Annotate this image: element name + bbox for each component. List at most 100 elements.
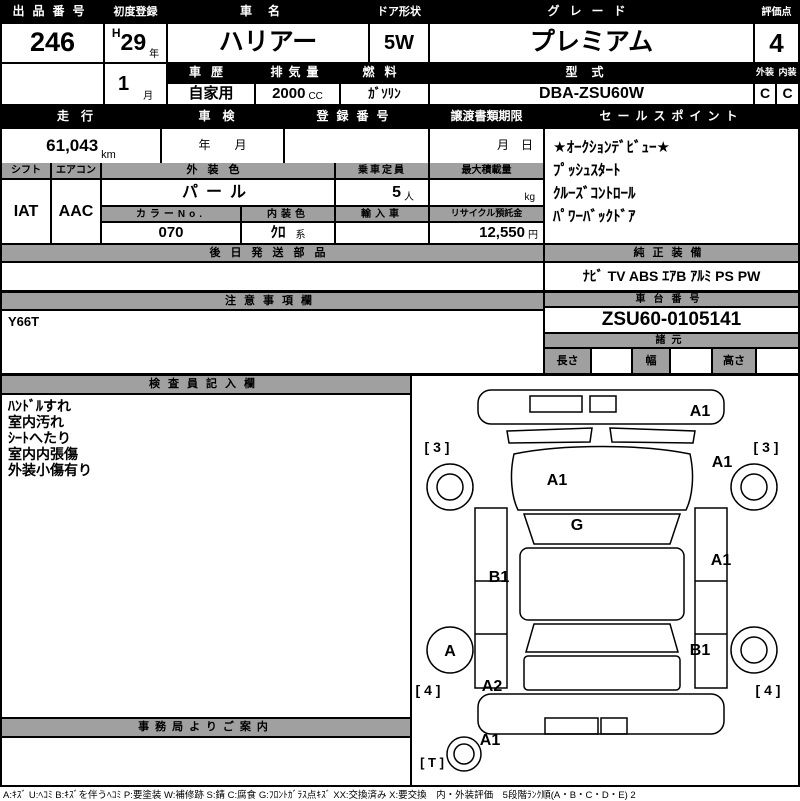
- exterior-grade-value: C: [755, 84, 775, 104]
- history-label: 車歴: [188, 65, 233, 80]
- aircon-value: AAC: [52, 180, 100, 243]
- inspector-note-item: 室内汚れ: [8, 414, 64, 430]
- mark-left-side: B1: [489, 569, 510, 586]
- roof-shape: [519, 547, 685, 621]
- fuel-value: ｶﾞｿﾘﾝ: [341, 84, 428, 104]
- door-shape-value: 5W: [370, 24, 428, 62]
- front-grille-shape: [589, 395, 617, 413]
- displacement-unit: CC: [308, 91, 323, 102]
- inspector-note-item: 外装小傷有り: [8, 462, 92, 478]
- sales-point-item: ★ｵｰｸｼｮﾝﾃﾞﾋﾞｭｰ★: [553, 139, 670, 156]
- first-registration-month-unit: 月: [143, 91, 154, 102]
- damage-code-legend: A:ｷｽﾞ U:ﾍｺﾐ B:ｷｽﾞを伴うﾍｺﾐ P:要塗装 W:補修跡 S:錆 …: [0, 788, 800, 801]
- chassis-number-label: 車台番号: [545, 293, 798, 306]
- mark-front-right-fender: A1: [712, 454, 733, 471]
- first-registration-year-unit: 年: [149, 49, 160, 60]
- exterior-color-label: 外装色: [102, 163, 334, 178]
- color-number-value: 070: [102, 223, 240, 243]
- fuel-label: 燃料: [362, 65, 407, 80]
- displacement-value: 2000: [272, 84, 306, 102]
- notes-label: 注意事項欄: [2, 293, 543, 309]
- recycle-fee-label: リサイクル預託金: [430, 207, 543, 221]
- mileage-label: 走行: [56, 109, 105, 124]
- front-left-wheel: [426, 463, 474, 511]
- right-headlight-shape: [609, 427, 696, 444]
- mark-front-left-count: [ 3 ]: [425, 439, 450, 455]
- right-side-panel-shape: [694, 507, 728, 689]
- auction-number-label: 出品番号: [12, 4, 93, 19]
- notes-value: Y66T: [2, 311, 543, 373]
- left-headlight-shape: [506, 427, 593, 444]
- exterior-grade-label: 外装: [755, 67, 774, 78]
- spec-height-label: 高さ: [713, 349, 755, 373]
- first-registration-era: H: [111, 26, 121, 40]
- transfer-deadline-label: 譲渡書類期限: [450, 109, 523, 124]
- spare-tire-shape: [446, 736, 482, 772]
- car-name-label: 車名: [239, 4, 296, 19]
- sales-point-item: ﾊﾟﾜｰﾊﾞｯｸﾄﾞｱ: [553, 208, 636, 225]
- interior-grade-value: C: [777, 84, 798, 104]
- mark-spare-tire: [ T ]: [420, 755, 444, 770]
- import-car-label: 輸入車: [336, 207, 428, 221]
- inspector-notes-label: 検査員記入欄: [2, 376, 410, 393]
- mark-rear-left-wheel: A: [444, 643, 456, 660]
- spare-tire-inner: [453, 743, 475, 765]
- spec-width-value: [671, 349, 711, 373]
- chassis-number-value: ZSU60-0105141: [545, 308, 798, 332]
- inspector-note-item: 室内内張傷: [8, 446, 78, 462]
- sales-point-item: ﾌﾟｯｼｭｽﾀｰﾄ: [553, 162, 621, 179]
- mark-front-right-count: [ 3 ]: [754, 439, 779, 455]
- interior-color-label: 内装色: [242, 207, 334, 221]
- history-value: 自家用: [168, 84, 254, 104]
- mileage-unit: km: [101, 148, 116, 161]
- sales-points-list: ★ｵｰｸｼｮﾝﾃﾞﾋﾞｭｰ★ ﾌﾟｯｼｭｽﾀｰﾄ ｸﾙｰｽﾞｺﾝﾄﾛｰﾙ ﾊﾟﾜ…: [545, 129, 798, 243]
- mark-windshield: G: [571, 517, 583, 534]
- score-label: 評価点: [761, 6, 792, 18]
- sales-point-item: ｸﾙｰｽﾞｺﾝﾄﾛｰﾙ: [553, 185, 636, 202]
- spec-length-label: 長さ: [545, 349, 590, 373]
- auction-number-value: 246: [2, 24, 103, 62]
- car-damage-diagram-cell: A1 A1 A1 G A1 B1 A B1 A2 A1 [ 3 ] [ 3 ] …: [412, 376, 798, 785]
- exterior-color-value: パール: [102, 180, 334, 205]
- first-registration-month: 1: [117, 73, 130, 95]
- recycle-fee-unit: 円: [528, 230, 538, 241]
- shaken-label: 車検: [198, 109, 247, 124]
- trunk-shape: [523, 655, 681, 691]
- model-code-label: 型式: [565, 65, 618, 80]
- spec-length-value: [592, 349, 631, 373]
- front-right-wheel: [730, 463, 778, 511]
- door-shape-label: ドア形状: [377, 5, 421, 18]
- mark-rear-right-quarter: B1: [690, 642, 711, 659]
- equipment-value: ﾅﾋﾞ TV ABS ｴｱB ｱﾙﾐ PS PW: [545, 263, 798, 290]
- inspector-note-item: ﾊﾝﾄﾞﾙすれ: [8, 398, 71, 414]
- aircon-label: エアコン: [52, 163, 100, 178]
- registration-number-label: 登録番号: [316, 109, 397, 124]
- capacity-unit: 人: [404, 192, 414, 203]
- later-parts-label: 後日発送部品: [2, 245, 543, 261]
- capacity-value: 5: [392, 183, 401, 201]
- import-car-value: [336, 223, 428, 243]
- score-value: 4: [755, 24, 798, 62]
- front-bumper-shape: [477, 389, 725, 425]
- first-registration-year: 29: [120, 29, 147, 56]
- hood-shape: [510, 445, 694, 511]
- rear-left-wheel: [426, 626, 474, 674]
- shaken-value: 年 月: [162, 129, 283, 163]
- front-plate-shape: [529, 395, 583, 413]
- sales-points-label: セールスポイント: [599, 109, 744, 124]
- max-load-unit: kg: [524, 192, 535, 203]
- registration-number-value: [285, 129, 428, 163]
- left-side-panel-shape: [474, 507, 508, 689]
- inspector-note-item: ｼｰﾄへたり: [8, 430, 71, 446]
- car-damage-diagram: A1 A1 A1 G A1 B1 A B1 A2 A1 [ 3 ] [ 3 ] …: [416, 389, 780, 772]
- mark-hood: A1: [547, 472, 568, 489]
- rear-right-wheel-inner: [740, 636, 768, 664]
- windshield-shape: [522, 513, 682, 545]
- grade-value: プレミアム: [430, 24, 753, 62]
- spec-width-label: 幅: [633, 349, 669, 373]
- displacement-label: 排気量: [270, 65, 325, 80]
- later-parts-value: [2, 263, 543, 290]
- interior-color-unit: 系: [295, 230, 306, 241]
